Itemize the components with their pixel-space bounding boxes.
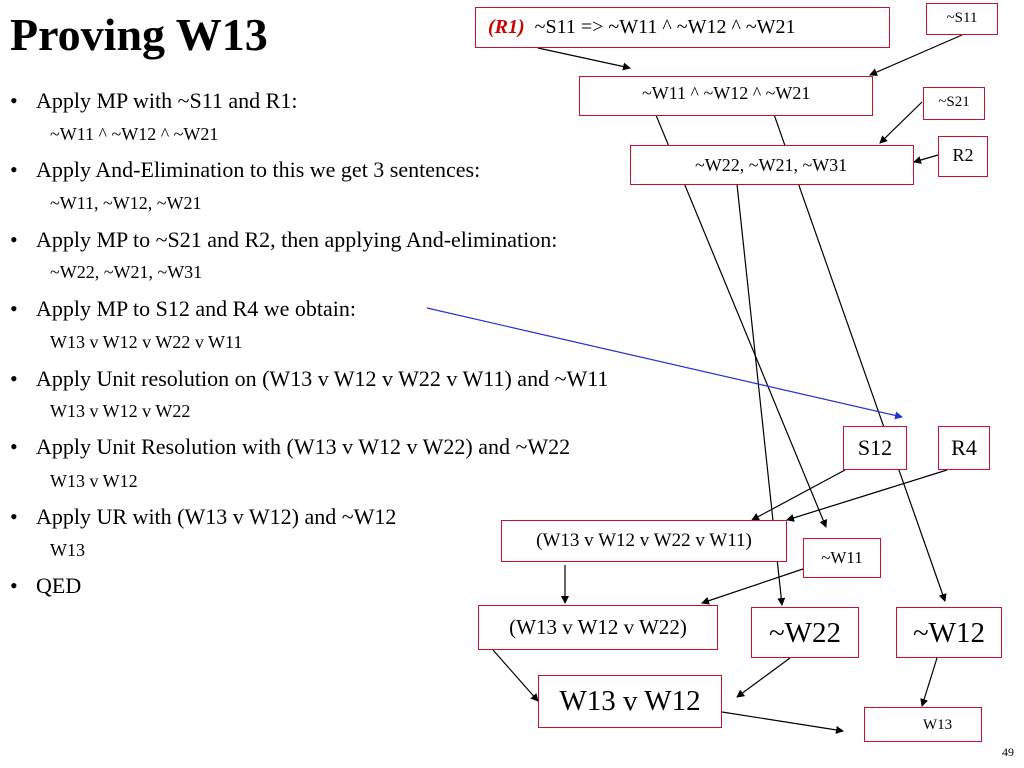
bullet-item: • Apply MP to S12 and R4 we obtain: bbox=[10, 296, 356, 322]
not-w22-box: ~W22 bbox=[751, 607, 859, 658]
bullet-item: • QED bbox=[10, 573, 81, 599]
bullet-text: Apply MP to S12 and R4 we obtain: bbox=[36, 296, 357, 321]
bullet-text: Apply UR with (W13 v W12) and ~W12 bbox=[36, 504, 397, 529]
bullet-dot: • bbox=[10, 157, 18, 182]
bullet-result: W13 bbox=[50, 540, 85, 560]
bullet-result: ~W22, ~W21, ~W31 bbox=[50, 262, 203, 282]
bullet-text: Apply Unit resolution on (W13 v W12 v W2… bbox=[36, 366, 609, 391]
arrow-r2-to-list bbox=[913, 154, 939, 164]
negated-w-list-box: ~W22, ~W21, ~W31 bbox=[630, 145, 914, 185]
not-s21-box: ~S21 bbox=[923, 87, 985, 120]
bullet-result: W13 v W12 bbox=[50, 471, 138, 491]
bullet-dot: • bbox=[10, 227, 18, 252]
r1-rule-text: ~S11 => ~W11 ^ ~W12 ^ ~W21 bbox=[534, 16, 796, 38]
bullet-text: Apply MP to ~S21 and R2, then applying A… bbox=[36, 227, 558, 252]
bullet-item: • Apply MP to ~S21 and R2, then applying … bbox=[10, 227, 557, 253]
bullet-dot: • bbox=[10, 504, 18, 529]
not-w11-box: ~W11 bbox=[803, 538, 881, 578]
bullet-result: ~W11 ^ ~W12 ^ ~W21 bbox=[50, 124, 219, 144]
arrow-r4-to-clause4 bbox=[786, 469, 948, 522]
arrow-clause2-to-w13 bbox=[721, 711, 844, 734]
arrow-not-w11-to-clause3 bbox=[701, 568, 804, 605]
bullet-dot: • bbox=[10, 573, 18, 598]
w13-result-box: W13 bbox=[864, 707, 982, 742]
bullet-dot: • bbox=[10, 296, 18, 321]
not-w12-box: ~W12 bbox=[896, 607, 1002, 658]
bullet-item: • Apply And-Elimination to this we get 3 … bbox=[10, 157, 480, 183]
r1-label: (R1) bbox=[488, 16, 525, 38]
not-s11-box: ~S11 bbox=[926, 3, 998, 35]
bullet-item: • Apply Unit resolution on (W13 v W12 v W… bbox=[10, 366, 608, 392]
bullet-item: • Apply MP with ~S11 and R1: bbox=[10, 88, 297, 114]
bullet-text: Apply And-Elimination to this we get 3 s… bbox=[36, 157, 481, 182]
bullet-result: ~W11, ~W12, ~W21 bbox=[50, 193, 202, 213]
bullet-dot: • bbox=[10, 366, 18, 391]
arrow-not-w12-to-w13 bbox=[920, 657, 938, 707]
bullet-dot: • bbox=[10, 88, 18, 113]
s12-box: S12 bbox=[843, 426, 907, 470]
clause-four-literals-box: (W13 v W12 v W22 v W11) bbox=[501, 520, 787, 562]
bullet-dot: • bbox=[10, 434, 18, 459]
arrow-s21-to-list bbox=[879, 101, 923, 144]
r2-box: R2 bbox=[938, 136, 988, 177]
slide-title: Proving W13 bbox=[10, 9, 268, 60]
clause-two-literals-box: W13 v W12 bbox=[538, 675, 722, 728]
page-number: 49 bbox=[1002, 745, 1014, 759]
bullet-item: • Apply UR with (W13 v W12) and ~W12 bbox=[10, 504, 396, 530]
bullet-result: W13 v W12 v W22 bbox=[50, 401, 191, 421]
bullet-text: QED bbox=[36, 573, 82, 598]
arrow-s12-r4-blue bbox=[426, 307, 903, 420]
bullet-result: W13 v W12 v W22 v W11 bbox=[50, 332, 243, 352]
clause-three-literals-box: (W13 v W12 v W22) bbox=[478, 605, 718, 650]
arrow-clause3-to-clause2 bbox=[492, 649, 539, 702]
arrow-s12-to-clause4 bbox=[751, 469, 846, 521]
bullet-text: Apply Unit Resolution with (W13 v W12 v … bbox=[36, 434, 571, 459]
bullet-text: Apply MP with ~S11 and R1: bbox=[36, 88, 298, 113]
bullet-item: • Apply Unit Resolution with (W13 v W12 v… bbox=[10, 434, 570, 460]
conjunction-box: ~W11 ^ ~W12 ^ ~W21 bbox=[579, 76, 873, 116]
r1-rule-box: (R1) ~S11 => ~W11 ^ ~W12 ^ ~W21 bbox=[475, 7, 890, 48]
arrow-r1-to-conjunction bbox=[537, 47, 631, 71]
arrow-not-w22-to-clause2 bbox=[736, 657, 791, 698]
r4-box: R4 bbox=[938, 426, 990, 470]
